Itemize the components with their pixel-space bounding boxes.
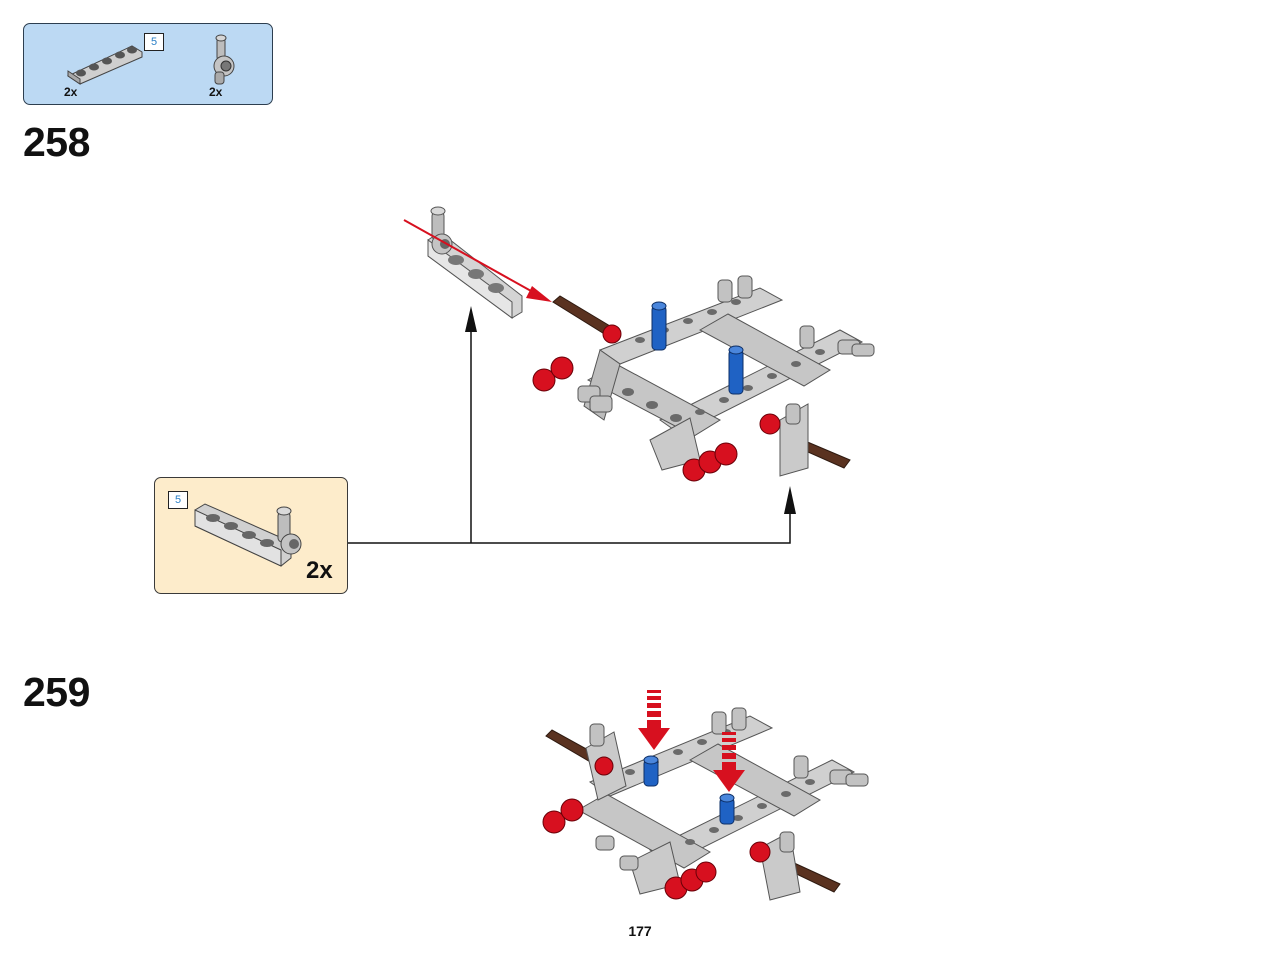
liftarm-with-connector-icon [194, 503, 302, 567]
axle-pin-connector-icon [213, 34, 235, 85]
step-number: 259 [23, 669, 90, 715]
page-number: 177 [628, 923, 652, 939]
parts-list-graphics [66, 34, 235, 85]
parts-list-callout: 5 2x 2x [23, 23, 273, 105]
insertion-arrow [403, 219, 552, 302]
part-length-badge: 5 [168, 491, 188, 509]
sub-assembly-graphics [194, 503, 302, 567]
part-length-badge: 5 [144, 33, 164, 51]
sub-assembly-callout: 5 2x [154, 477, 348, 594]
step-258-detached-liftarm [427, 206, 523, 319]
liftarm-1x5-icon [66, 45, 143, 85]
blue-pin-icon [651, 301, 744, 395]
sub-assembly-quantity: 2x [306, 557, 333, 584]
part-quantity: 2x [209, 85, 223, 99]
part-quantity: 2x [64, 85, 78, 99]
step-258-chassis-assembly [532, 275, 875, 482]
red-bushing-icon [542, 756, 771, 900]
red-bushing-icon [532, 324, 781, 482]
step-number: 258 [23, 119, 90, 165]
step-259-chassis-assembly [542, 707, 869, 901]
blue-pin-icon [643, 755, 735, 825]
push-down-arrow [638, 690, 745, 792]
callout-connector-arrows [348, 306, 796, 544]
